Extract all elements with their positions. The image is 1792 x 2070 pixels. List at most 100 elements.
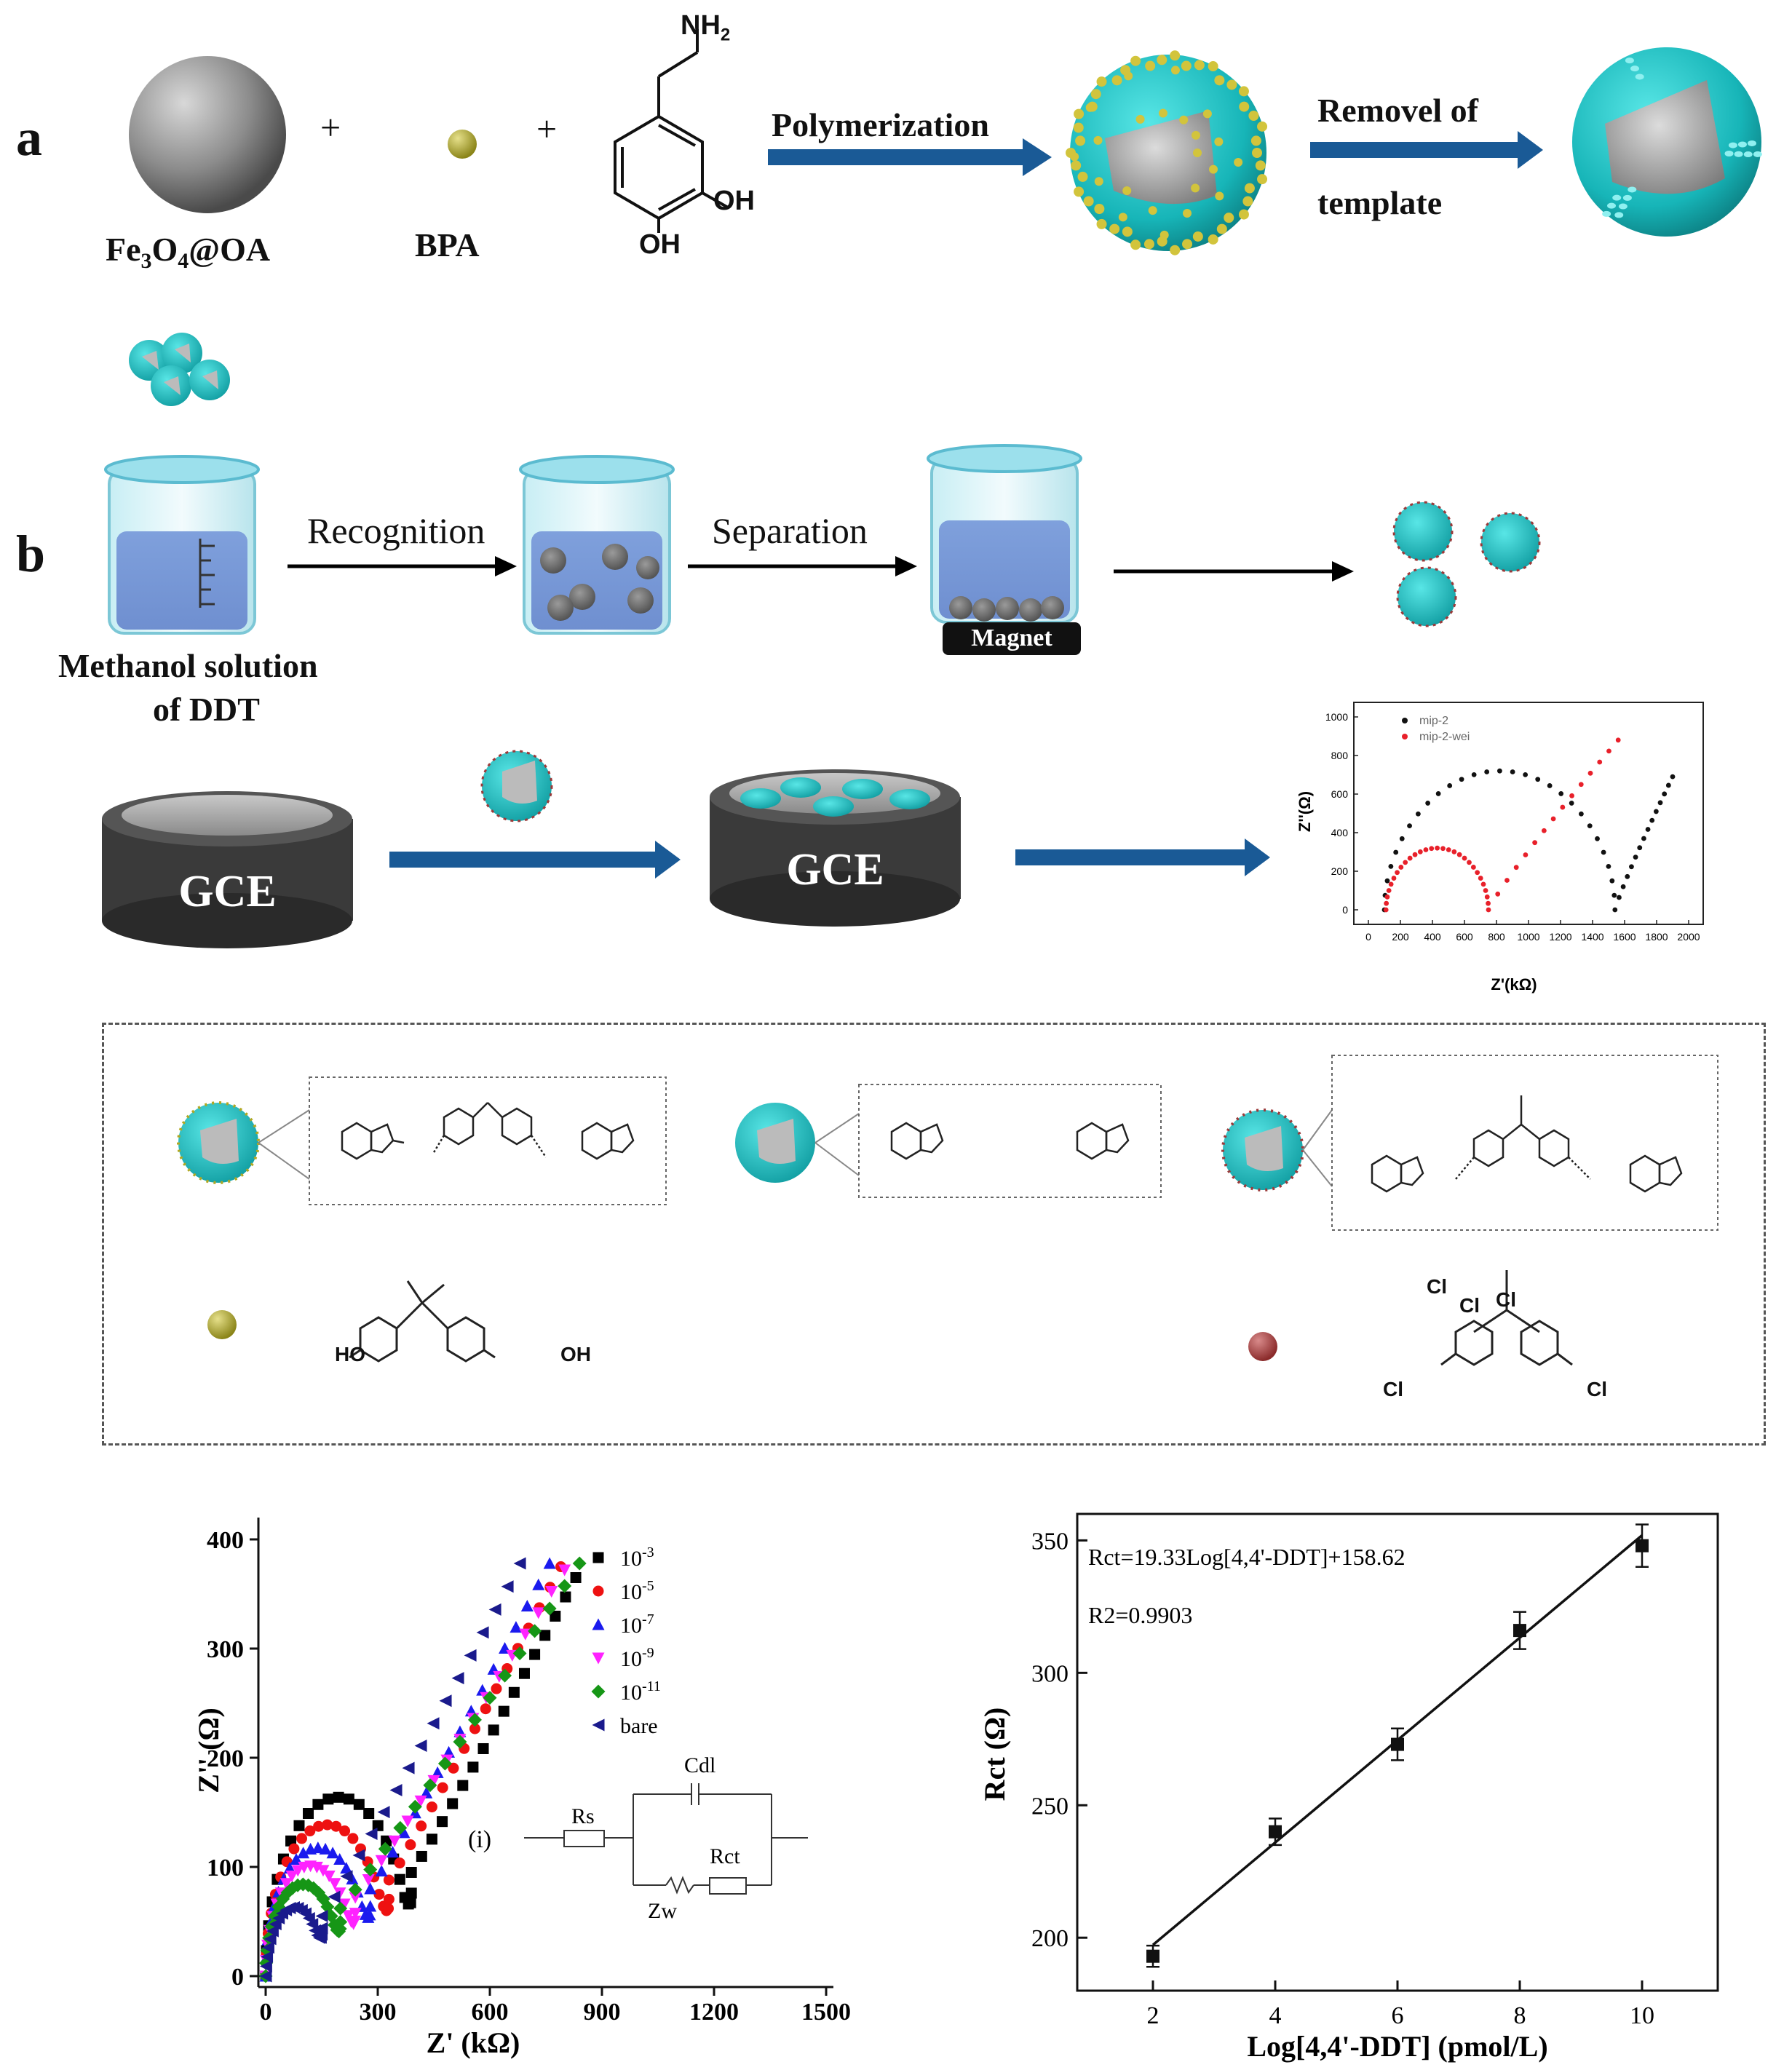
inset-point-mip-2-wei <box>1412 852 1418 857</box>
cavity-dot <box>1734 151 1743 157</box>
nyquist-point <box>394 1873 405 1885</box>
nyquist-y-label: Z'' (Ω) <box>197 1708 225 1793</box>
dopamine-oh-label-2: OH <box>639 229 681 260</box>
inset-x-tick-label: 600 <box>1456 931 1473 943</box>
nyquist-point <box>469 1723 480 1734</box>
removal-label-line1: Removel of <box>1317 92 1478 129</box>
template-dot <box>1191 130 1200 140</box>
inset-point-mip-2 <box>1645 827 1651 832</box>
nyquist-point <box>333 1791 344 1803</box>
nyquist-point <box>393 1820 408 1835</box>
inset-point-mip-2-wei <box>1597 759 1603 765</box>
nyquist-point <box>322 1793 334 1805</box>
template-dot <box>1252 148 1262 158</box>
template-dot <box>1145 60 1156 71</box>
nyquist-point <box>364 1882 377 1895</box>
template-dot <box>1255 160 1266 171</box>
inset-point-mip-2 <box>1569 801 1574 806</box>
circuit-zw: Zw <box>648 1899 677 1923</box>
nyquist-point <box>352 1849 365 1862</box>
bpa-oh-label: OH <box>560 1343 591 1365</box>
beaker-3 <box>927 444 1082 655</box>
template-dot <box>1202 109 1212 119</box>
template-dot <box>1248 111 1259 122</box>
nyquist-point <box>261 1941 274 1954</box>
inset-point-mip-2-wei <box>1480 881 1486 887</box>
calibration-point <box>1146 1949 1159 1963</box>
nyquist-point <box>341 1910 354 1922</box>
inset-point-mip-2 <box>1665 782 1671 788</box>
nyquist-point <box>340 1870 353 1883</box>
inset-point-mip-2-wei <box>1615 737 1621 743</box>
nyquist-point <box>263 1932 277 1946</box>
collected-particles <box>1392 501 1541 627</box>
inset-point-mip-2 <box>1606 863 1611 869</box>
template-dot <box>1214 137 1224 146</box>
inset-point-mip-2-wei <box>1569 793 1574 798</box>
nyquist-point <box>448 1762 459 1774</box>
inset-point-mip-2-wei <box>1388 881 1394 887</box>
nyquist-point <box>280 1885 295 1900</box>
circuit-rct: Rct <box>710 1844 740 1868</box>
empty-cavity-box <box>858 1084 1162 1198</box>
measurement-arrow <box>1015 838 1270 876</box>
calibration-x-label: Log[4,4'-DDT] (pmol/L) <box>1247 2030 1547 2063</box>
recognition-arrow <box>288 556 517 576</box>
modification-arrow <box>389 750 681 879</box>
cavity-dot <box>1602 210 1611 217</box>
template-dot <box>1193 148 1202 157</box>
bpa-ho-label: HO <box>335 1343 365 1365</box>
nyquist-point <box>306 1881 321 1895</box>
calibration-y-label: Rct (Ω) <box>978 1708 1011 1801</box>
nyquist-legend-label: 10-5 <box>620 1578 654 1604</box>
inset-point-mip-2 <box>1384 878 1390 884</box>
calibration-y-tick-label: 300 <box>1031 1660 1069 1687</box>
nyquist-point <box>405 1867 417 1878</box>
template-dot <box>1111 75 1122 86</box>
panel-letter-b: b <box>16 525 46 583</box>
template-dot <box>1183 209 1192 218</box>
nyquist-point <box>402 1761 415 1774</box>
template-dot <box>1194 60 1205 71</box>
dopamine-structure <box>614 29 729 233</box>
nyquist-point <box>405 1887 417 1899</box>
template-dot <box>1071 160 1082 171</box>
inset-x-tick-label: 400 <box>1424 931 1441 943</box>
nyquist-point <box>383 1893 395 1905</box>
methanol-label-line2: of DDT <box>153 691 260 728</box>
nyquist-point <box>550 1610 561 1622</box>
nyquist-legend-label: 10-11 <box>620 1678 661 1705</box>
nyquist-point <box>279 1878 293 1890</box>
nyquist-legend-marker <box>592 1585 604 1597</box>
inset-y-label: Z''(Ω) <box>1296 791 1314 832</box>
nyquist-point <box>259 1970 272 1983</box>
nyquist-legend-marker <box>591 1684 606 1699</box>
inset-y-tick-label: 1000 <box>1325 711 1348 723</box>
inset-point-mip-2 <box>1399 836 1405 841</box>
inset-point-mip-2-wei <box>1451 849 1457 854</box>
nyquist-point <box>349 1908 362 1920</box>
inset-point-mip-2 <box>1657 800 1663 806</box>
bpa-label: BPA <box>415 226 480 263</box>
bpa-binding-structure <box>341 1102 635 1160</box>
inset-point-mip-2-wei <box>1462 855 1467 861</box>
template-dot <box>1122 226 1133 237</box>
nyquist-point <box>501 1580 514 1593</box>
inset-point-mip-2 <box>1637 845 1643 851</box>
template-dot <box>1094 177 1103 186</box>
calibration-r-squared: R2=0.9903 <box>1088 1602 1192 1628</box>
nyquist-point <box>476 1626 489 1639</box>
inset-point-mip-2-wei <box>1386 888 1392 893</box>
template-dot <box>1191 183 1200 193</box>
nyquist-point <box>261 1950 274 1963</box>
nyquist-point <box>457 1780 469 1791</box>
inset-point-mip-2 <box>1535 777 1541 782</box>
nyquist-y-tick-label: 300 <box>207 1636 244 1663</box>
template-dot <box>1170 66 1180 75</box>
inset-x-tick-label: 1800 <box>1645 931 1668 943</box>
inset-point-mip-2-wei <box>1384 900 1389 906</box>
nyquist-x-tick-label: 1200 <box>689 1999 739 2026</box>
